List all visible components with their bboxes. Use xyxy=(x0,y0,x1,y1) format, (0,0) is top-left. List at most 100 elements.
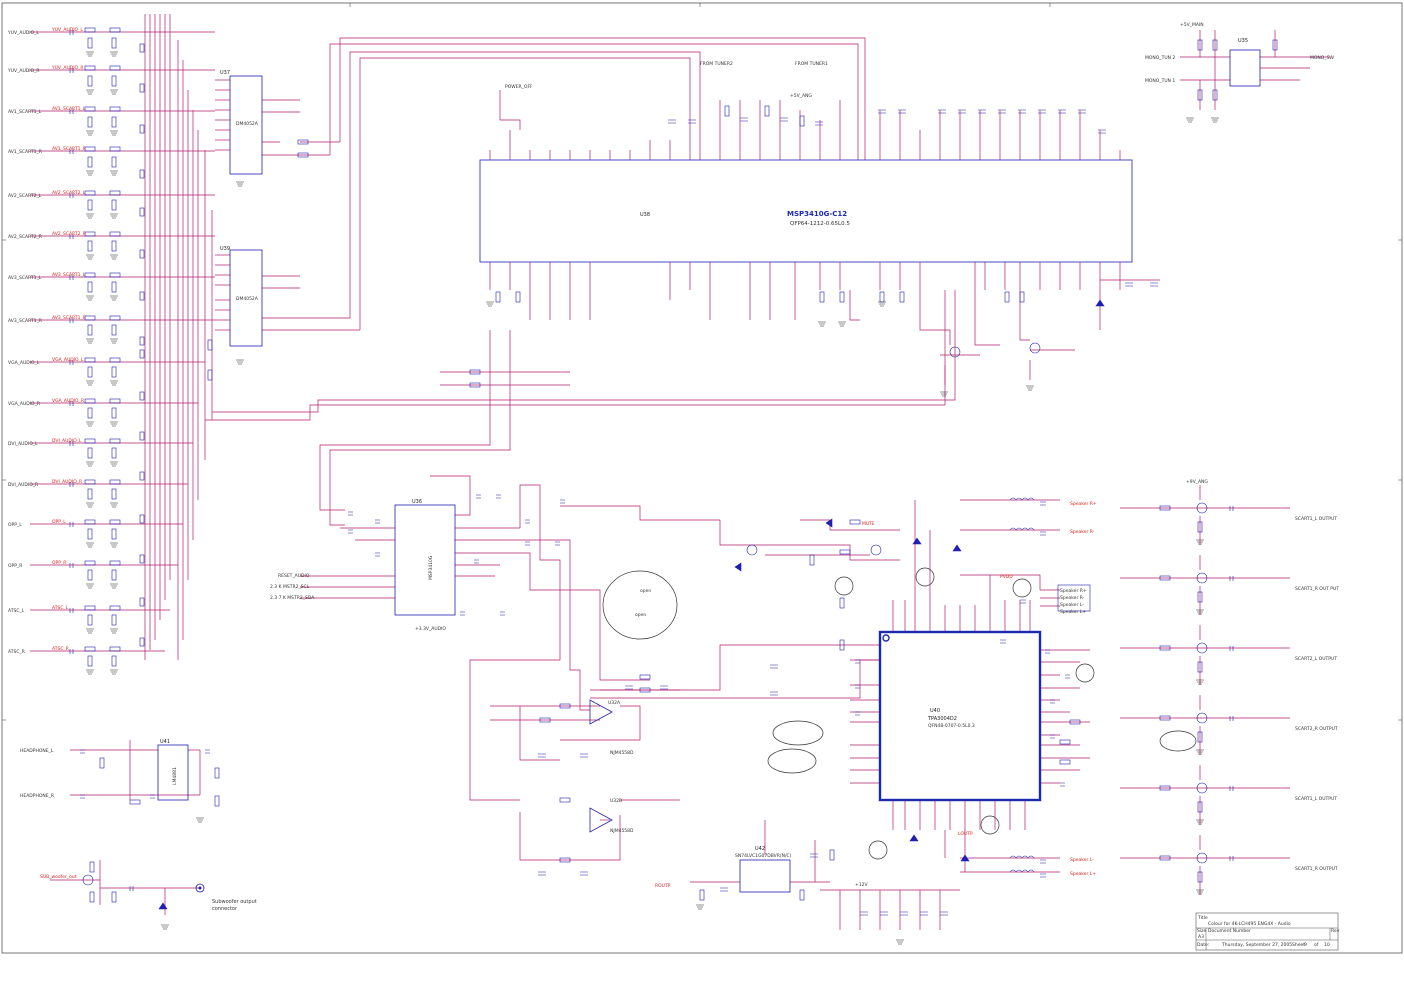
i2c-sda: 2.3 7 K MSTR2_SDA xyxy=(270,595,315,601)
u40-part: TPA3004D2 xyxy=(927,716,957,722)
input-name: YUV_AUDIO_L xyxy=(7,30,39,36)
scart-output-label: SCART2_R OUTPUT xyxy=(1295,726,1338,732)
of-value: 10 xyxy=(1324,942,1330,948)
input-net: VGA_AUDIO_R xyxy=(52,398,84,404)
subwoofer-note-1: Subwoofer output xyxy=(212,899,257,905)
inductors xyxy=(1009,497,1035,873)
date-value: Thursday, September 27, 2005 xyxy=(1221,942,1292,948)
input-net: ATSC_L xyxy=(52,605,69,611)
title-block: Title Colour for 4K-LCH495 ENG4X - Audio… xyxy=(1195,912,1340,951)
ic-u39: U39 DM4052A xyxy=(220,246,263,347)
input-name: OPP_L xyxy=(8,522,22,528)
input-net: AV3_SCART1_L xyxy=(52,272,86,278)
i2c-scl: 2.3 K MSTR2_SCL xyxy=(270,584,310,590)
v9-ang: +9V_ANG xyxy=(1186,479,1208,485)
input-net: AV2_SCART2_R xyxy=(52,231,86,237)
ic-u41: U41 LM4881 xyxy=(157,739,189,801)
wires xyxy=(30,14,1330,930)
speaker-connector-pin: Speaker R+ xyxy=(1060,588,1087,594)
output-labels: SCART1_L OUTPUT SCART1_R OUT PUT SCART2_… xyxy=(1295,516,1339,872)
input-net: AV1_SCART1_L xyxy=(52,106,86,112)
subwoofer-connector xyxy=(195,883,205,893)
from-tuner2: FROM TUNER2 xyxy=(700,61,733,67)
mono-tun1: MONO_TUN 1 xyxy=(1145,78,1175,84)
ground-symbols xyxy=(86,51,1219,945)
input-name: AV1_SCART1_R xyxy=(8,149,42,155)
input-net: AV3_SCART1_R xyxy=(52,315,86,321)
ic-u36: U36 MSP3410G xyxy=(394,499,456,616)
input-net: VGA_AUDIO_L xyxy=(52,357,84,363)
mono-tun2: MONO_TUN 2 xyxy=(1145,55,1175,61)
u38-part: MSP3410G-C12 xyxy=(787,210,847,218)
v33-audio: +3.3V_AUDIO xyxy=(415,626,446,632)
u32b-ref: U32B xyxy=(610,798,622,804)
sheet-value: 9 xyxy=(1304,942,1307,948)
u35-ref: U35 xyxy=(1238,38,1248,44)
input-name: DVI_AUDIO_L xyxy=(8,441,38,447)
u40-package: QFN48-0707-0.5L0.3 xyxy=(928,723,975,729)
v5v-main: +5V_MAIN xyxy=(1180,22,1204,28)
size-value: A3 xyxy=(1198,934,1204,940)
ic-u35: U35 xyxy=(1229,38,1261,87)
reset-audio: RESET_AUDIO xyxy=(278,573,310,579)
u37-part: DM4052A xyxy=(236,121,259,127)
input-net: OPP_R xyxy=(52,560,66,566)
input-name: AV2_SCART2_R xyxy=(8,234,42,240)
input-name: YUV_AUDIO_R xyxy=(7,68,39,74)
input-net: YUV_AUDIO_L xyxy=(51,27,83,33)
scart-output-label: SCART2_L OUTPUT xyxy=(1295,656,1337,662)
input-net: DVI_AUDIO_L xyxy=(52,438,82,444)
u38-package: QFP64-1212-0.65L0.5 xyxy=(790,221,850,227)
input-net: ATSC_R xyxy=(52,646,69,652)
transistors xyxy=(82,342,1208,886)
input-net: OPP_L xyxy=(52,519,66,525)
notes: FROM TUNER2 FROM TUNER1 Subwoofer output… xyxy=(20,22,1334,912)
input-name: VGA_AUDIO_L xyxy=(8,360,40,366)
sheet-label: Sheet xyxy=(1292,942,1305,948)
u36-part: MSP3410G xyxy=(428,555,434,580)
mute-label: MUTE xyxy=(862,521,875,527)
input-name: AV3_SCART1_R xyxy=(8,318,42,324)
input-name: AV1_SCART1_L xyxy=(8,109,42,115)
speaker-connector-pin: Speaker R- xyxy=(1060,595,1085,601)
input-net: YUV_AUDIO_R xyxy=(51,65,83,71)
headphone-l: HEADPHONE_L xyxy=(20,748,54,754)
passive-components xyxy=(69,27,1278,916)
mono-sw: MONO_SW xyxy=(1310,55,1334,61)
u41-part: LM4881 xyxy=(172,767,178,785)
input-name: OPP_R xyxy=(8,563,22,569)
u42-ref: U42 xyxy=(755,846,765,852)
scart-output-label: SCART1_L OUTPUT xyxy=(1295,516,1337,522)
speaker-connector-pin: Speaker L+ xyxy=(1060,609,1086,615)
open-note: open xyxy=(635,613,646,618)
opamp-u32b: U32B NJM4558D xyxy=(589,798,634,834)
title-text: Colour for 4K-LCH495 ENG4X - Audio xyxy=(1208,921,1291,927)
ic-u40-tpa: U40 TPA3004D2 QFN48-0707-0.5L0.3 xyxy=(878,630,1042,802)
annotation-circles xyxy=(602,567,1197,860)
doc-label: Document Number xyxy=(1208,928,1251,934)
open-note: open xyxy=(640,589,651,594)
routp-label: ROUTP xyxy=(655,883,671,889)
input-name: ATSC_R xyxy=(8,649,25,655)
sheet-border xyxy=(1,2,1403,954)
sub-woofer-out: SUB_woofer_out xyxy=(40,874,77,880)
power-off: POWER_OFF xyxy=(505,84,533,90)
of-label: of xyxy=(1314,942,1319,948)
subwoofer-note-2: connector xyxy=(212,906,238,912)
input-name: ATSC_L xyxy=(8,608,25,614)
u36-ref: U36 xyxy=(412,499,422,505)
input-net: DVI_AUDIO_R xyxy=(52,479,82,485)
border-ticks xyxy=(2,3,1402,721)
u39-part: DM4052A xyxy=(236,296,259,302)
input-labels: YUV_AUDIO_L YUV_AUDIO_L YUV_AUDIO_R YUV_… xyxy=(7,27,86,655)
u38-ref: U38 xyxy=(640,212,650,218)
diodes xyxy=(158,299,1105,910)
u41-ref: U41 xyxy=(160,739,170,745)
speaker-label: Speaker L+ xyxy=(1070,871,1096,877)
input-name: DVI_AUDIO_R xyxy=(8,482,38,488)
v5-ang: +5V_ANG xyxy=(790,93,812,99)
v12: +12V xyxy=(855,882,868,888)
u39-ref: U39 xyxy=(220,246,230,252)
ic-u38-msp: U38 MSP3410G-C12 QFP64-1212-0.65L0.5 xyxy=(479,159,1133,263)
